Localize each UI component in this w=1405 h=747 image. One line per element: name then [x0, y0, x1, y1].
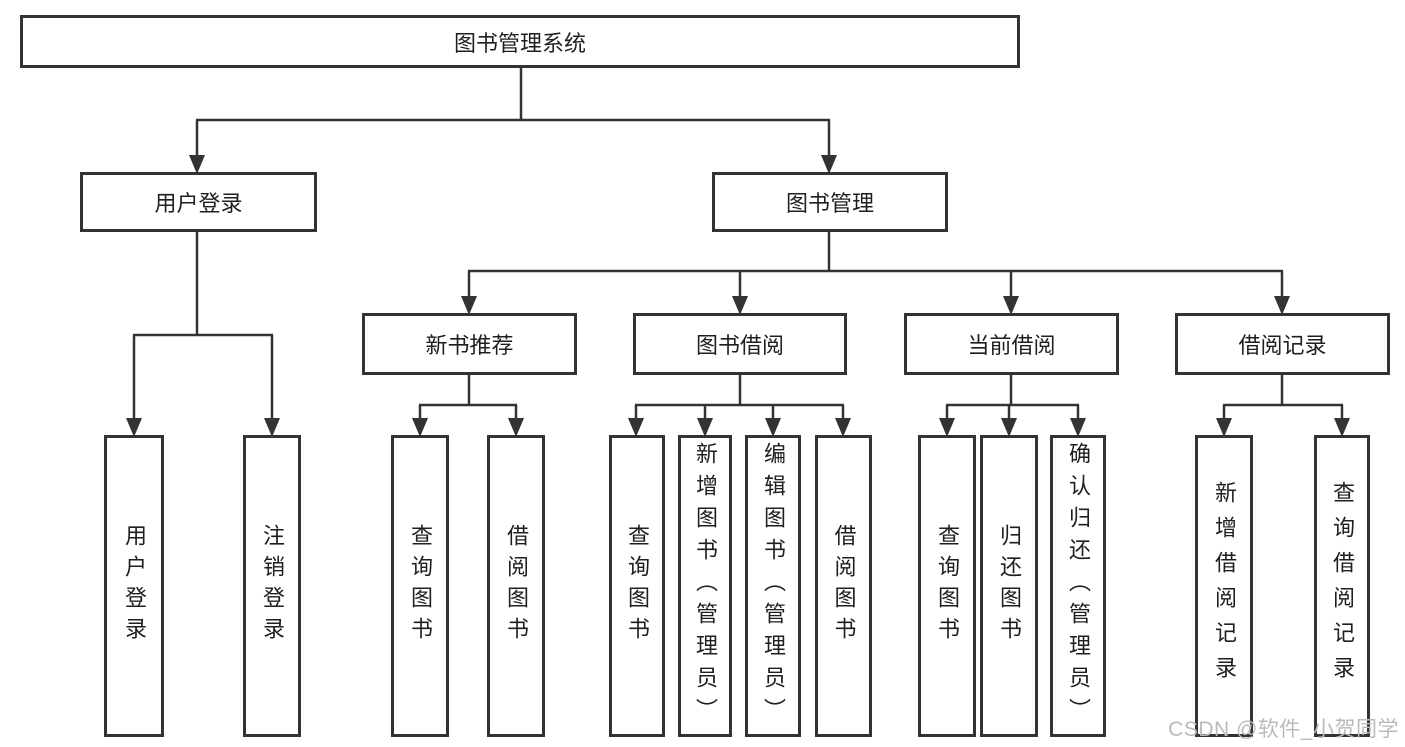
- node-current-borrow-label: 当前借阅: [967, 333, 1056, 358]
- node-new-book-recommend-label: 新书推荐: [425, 333, 514, 358]
- leaf-current-query-books-label: 查询图书: [935, 524, 960, 648]
- leaf-edit-books-admin: 编辑图书（管理员）: [745, 435, 801, 737]
- leaf-add-borrow-record-label: 新增借阅记录: [1212, 481, 1237, 691]
- leaf-user-login-label: 用户登录: [122, 524, 147, 648]
- leaf-current-query-books: 查询图书: [918, 435, 976, 737]
- node-root: 图书管理系统: [20, 15, 1020, 68]
- leaf-user-login: 用户登录: [104, 435, 164, 737]
- leaf-edit-books-admin-label: 编辑图书（管理员）: [761, 442, 786, 730]
- watermark: CSDN @软件_小贺同学: [1168, 718, 1399, 741]
- leaf-recommend-query-books: 查询图书: [391, 435, 449, 737]
- node-new-book-recommend: 新书推荐: [362, 313, 577, 375]
- node-borrow-records-label: 借阅记录: [1238, 333, 1327, 358]
- leaf-add-books-admin: 新增图书（管理员）: [678, 435, 732, 737]
- node-book-management-label: 图书管理: [785, 191, 874, 216]
- leaf-borrow-query-books-label: 查询图书: [625, 524, 650, 648]
- leaf-confirm-return-admin: 确认归还（管理员）: [1050, 435, 1106, 737]
- leaf-logout-label: 注销登录: [260, 524, 285, 648]
- node-book-borrow: 图书借阅: [633, 313, 847, 375]
- leaf-recommend-borrow-books: 借阅图书: [487, 435, 545, 737]
- leaf-logout: 注销登录: [243, 435, 301, 737]
- node-book-management: 图书管理: [712, 172, 948, 232]
- leaf-return-books-label: 归还图书: [997, 524, 1022, 648]
- leaf-borrow-books-label: 借阅图书: [831, 524, 857, 648]
- node-current-borrow: 当前借阅: [904, 313, 1119, 375]
- leaf-recommend-borrow-books-label: 借阅图书: [504, 524, 529, 648]
- node-user-login-label: 用户登录: [154, 191, 243, 216]
- leaf-add-borrow-record: 新增借阅记录: [1195, 435, 1253, 737]
- node-book-borrow-label: 图书借阅: [695, 333, 784, 358]
- leaf-return-books: 归还图书: [980, 435, 1038, 737]
- leaf-borrow-query-books: 查询图书: [609, 435, 665, 737]
- leaf-borrow-books: 借阅图书: [815, 435, 872, 737]
- leaf-query-borrow-record: 查询借阅记录: [1314, 435, 1370, 737]
- leaf-confirm-return-admin-label: 确认归还（管理员）: [1066, 442, 1091, 730]
- node-root-label: 图书管理系统: [453, 30, 586, 56]
- leaf-query-borrow-record-label: 查询借阅记录: [1330, 481, 1355, 691]
- leaf-add-books-admin-label: 新增图书（管理员）: [693, 442, 718, 730]
- node-user-login: 用户登录: [80, 172, 317, 232]
- node-borrow-records: 借阅记录: [1175, 313, 1390, 375]
- leaf-recommend-query-books-label: 查询图书: [408, 524, 433, 648]
